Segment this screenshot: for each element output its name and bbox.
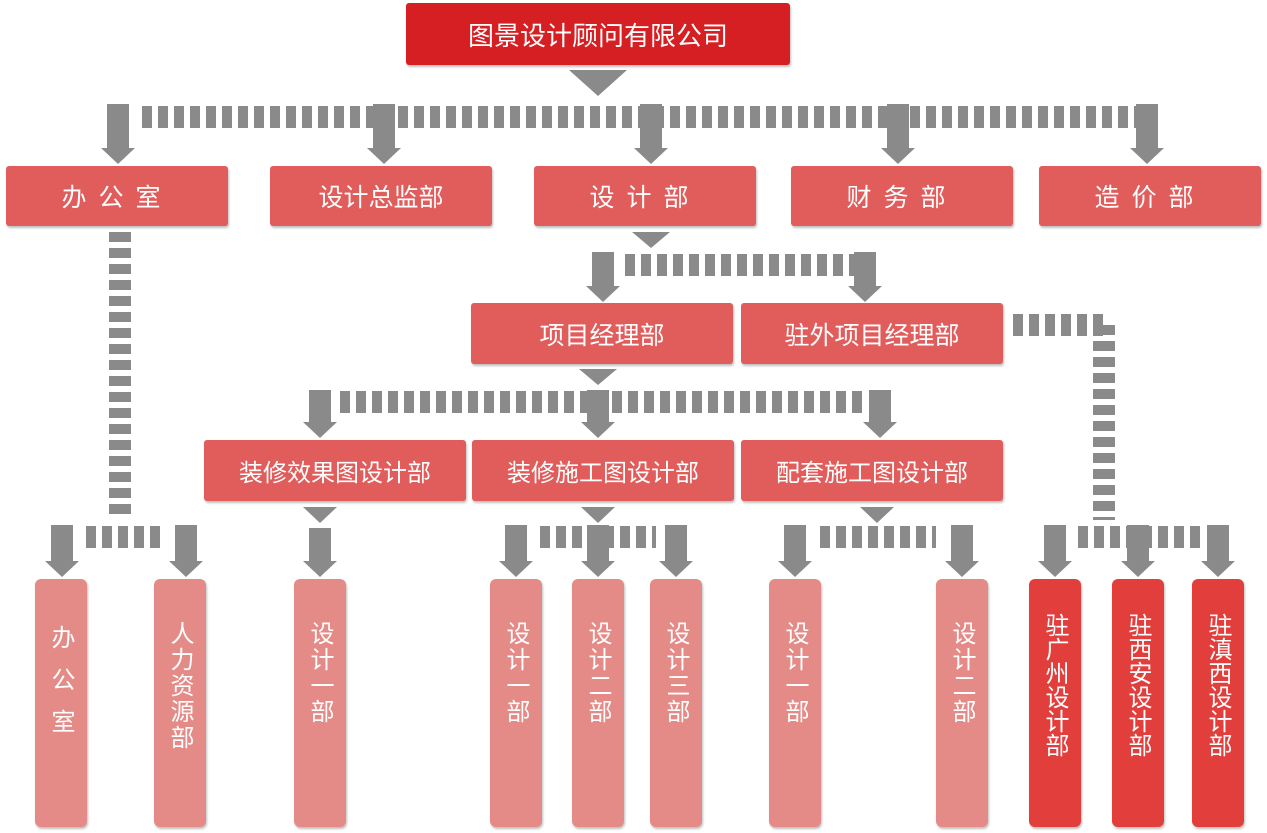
leaf-effect-design-1: 设计一部 bbox=[294, 579, 346, 827]
connector-arrowhead-15 bbox=[586, 286, 620, 302]
leaf-effect-design-1-label: 设计一部 bbox=[306, 621, 334, 725]
connector-arrowhead-29 bbox=[45, 561, 79, 577]
dept-design-director-label: 设计总监部 bbox=[318, 183, 444, 212]
leaf-construction-design-2-label: 设计二部 bbox=[584, 621, 612, 725]
dept-decoration-effect-label: 装修效果图设计部 bbox=[239, 459, 431, 487]
dept-project-management-label: 项目经理部 bbox=[539, 320, 665, 350]
leaf-xian-office: 驻西安设计部 bbox=[1112, 579, 1164, 827]
connector-arrowhead-12 bbox=[632, 232, 670, 248]
leaf-construction-design-1: 设计一部 bbox=[490, 579, 542, 827]
dept-field-project-management-label: 驻外项目经理部 bbox=[784, 320, 960, 350]
connector-arrowhead-35 bbox=[581, 507, 615, 523]
connector-arrowhead-5 bbox=[367, 148, 401, 164]
connector-arrowhead-17 bbox=[848, 286, 882, 302]
leaf-xian-office-label: 驻西安设计部 bbox=[1124, 613, 1152, 757]
leaf-construction-design-1-label: 设计一部 bbox=[502, 621, 530, 725]
connector-arrowhead-11 bbox=[1130, 148, 1164, 164]
dept-finance-label: 财务部 bbox=[846, 183, 958, 212]
leaf-office: 办公室 bbox=[35, 579, 87, 827]
connector-arrowhead-7 bbox=[634, 148, 668, 164]
connector-arrowhead-23 bbox=[581, 422, 615, 438]
leaf-support-design-2: 设计二部 bbox=[936, 579, 988, 827]
dept-design: 设计部 bbox=[534, 166, 756, 226]
leaf-construction-design-3-label: 设计三部 bbox=[662, 621, 690, 725]
dept-design-label: 设计部 bbox=[589, 183, 701, 212]
leaf-construction-design-3: 设计三部 bbox=[650, 579, 702, 827]
dept-cost-label: 造价部 bbox=[1094, 183, 1206, 212]
leaf-construction-design-2: 设计二部 bbox=[572, 579, 624, 827]
connector-arrowhead-43 bbox=[860, 507, 894, 523]
connector-arrowhead-18 bbox=[579, 369, 617, 385]
dept-field-project-management: 驻外项目经理部 bbox=[741, 303, 1003, 364]
leaf-hr-label: 人力资源部 bbox=[166, 621, 194, 751]
dept-support-construction-label: 配套施工图设计部 bbox=[776, 459, 968, 487]
connector-arrowhead-55 bbox=[1121, 561, 1155, 577]
connector-arrowhead-48 bbox=[945, 561, 979, 577]
leaf-yunnan-office: 驻滇西设计部 bbox=[1192, 579, 1244, 827]
dept-office: 办公室 bbox=[6, 166, 228, 226]
leaf-yunnan-office-label: 驻滇西设计部 bbox=[1204, 613, 1232, 757]
connector-arrowhead-46 bbox=[778, 561, 812, 577]
dept-decoration-construction: 装修施工图设计部 bbox=[472, 440, 734, 501]
dept-finance: 财务部 bbox=[791, 166, 1013, 226]
connector-arrowhead-40 bbox=[581, 561, 615, 577]
dept-decoration-construction-label: 装修施工图设计部 bbox=[507, 459, 699, 487]
company-box: 图景设计顾问有限公司 bbox=[406, 3, 790, 65]
connector-arrowhead-3 bbox=[101, 148, 135, 164]
connector-arrowhead-53 bbox=[1038, 561, 1072, 577]
leaf-guangzhou-office: 驻广州设计部 bbox=[1029, 579, 1081, 827]
dept-project-management: 项目经理部 bbox=[471, 303, 733, 364]
connector-arrowhead-25 bbox=[863, 422, 897, 438]
connector-arrowhead-34 bbox=[303, 561, 337, 577]
leaf-support-design-1: 设计一部 bbox=[769, 579, 821, 827]
dept-support-construction: 配套施工图设计部 bbox=[741, 440, 1003, 501]
connector-arrowhead-42 bbox=[659, 561, 693, 577]
leaf-guangzhou-office-label: 驻广州设计部 bbox=[1041, 613, 1069, 757]
dept-design-director: 设计总监部 bbox=[270, 166, 492, 226]
connector-arrowhead-31 bbox=[169, 561, 203, 577]
leaf-office-label: 办公室 bbox=[47, 625, 75, 751]
connector-arrowhead-57 bbox=[1201, 561, 1235, 577]
connector-arrowhead-38 bbox=[499, 561, 533, 577]
leaf-support-design-2-label: 设计二部 bbox=[948, 621, 976, 725]
dept-office-label: 办公室 bbox=[61, 183, 173, 212]
dept-cost: 造价部 bbox=[1039, 166, 1261, 226]
leaf-support-design-1-label: 设计一部 bbox=[781, 621, 809, 725]
dept-decoration-effect: 装修效果图设计部 bbox=[204, 440, 466, 501]
connector-arrowhead-32 bbox=[303, 507, 337, 523]
connector-arrowhead-0 bbox=[569, 70, 627, 96]
connector-arrowhead-21 bbox=[303, 422, 337, 438]
connector-arrowhead-9 bbox=[881, 148, 915, 164]
leaf-hr: 人力资源部 bbox=[154, 579, 206, 827]
company-name: 图景设计顾问有限公司 bbox=[467, 21, 728, 52]
